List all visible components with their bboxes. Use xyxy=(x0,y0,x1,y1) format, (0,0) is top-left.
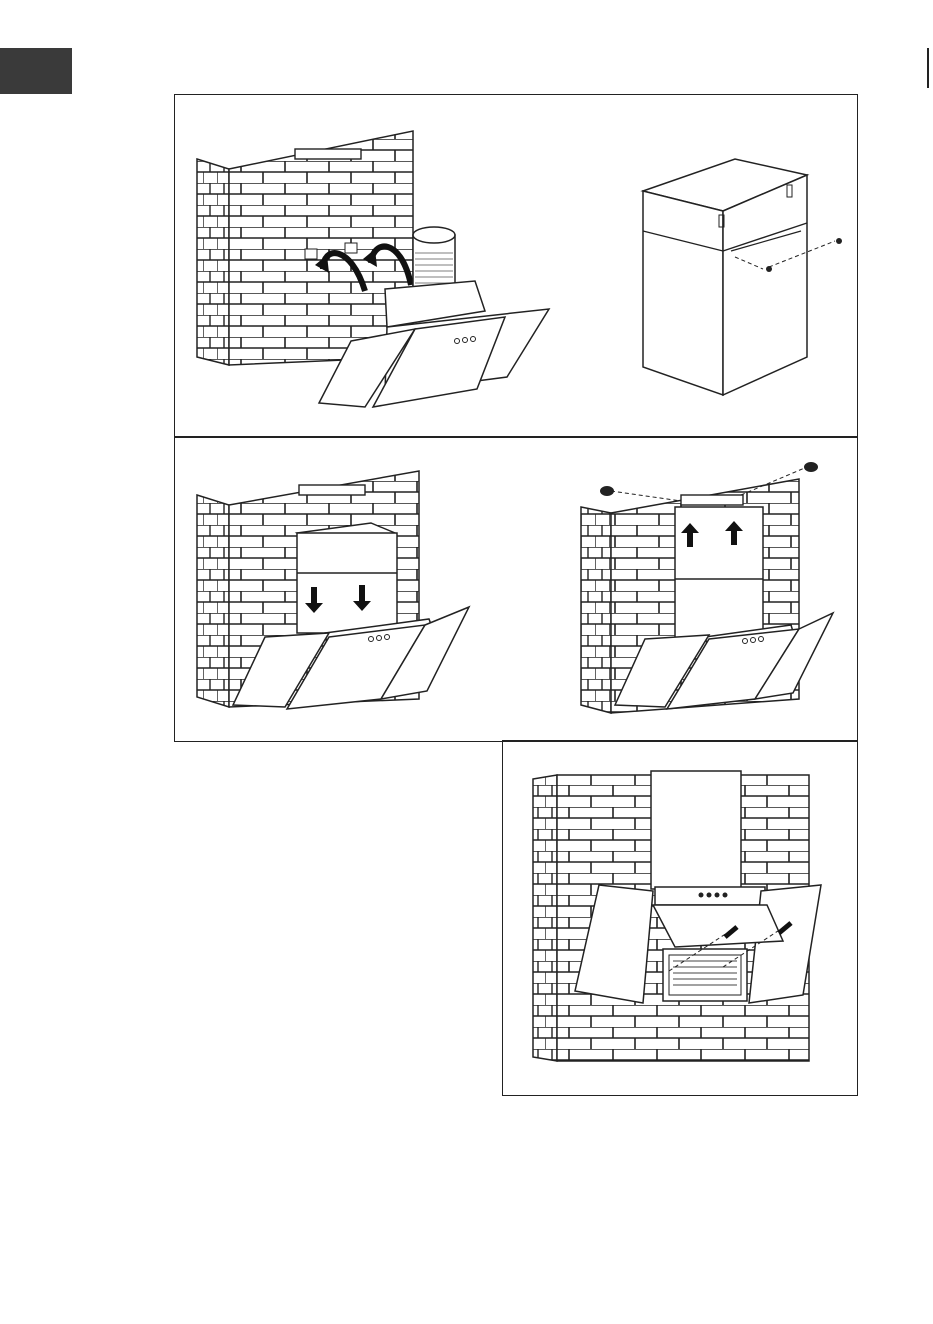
fix-hood-with-screws-icon xyxy=(503,741,859,1097)
hood-remove-ducting-icon xyxy=(175,95,859,439)
page-edge-mark xyxy=(927,48,929,88)
chimney-lower-into-place-icon xyxy=(175,437,859,743)
panel-bottom xyxy=(502,740,858,1096)
panel-top xyxy=(174,94,858,438)
panel-middle xyxy=(174,436,858,742)
language-tab xyxy=(0,48,72,94)
